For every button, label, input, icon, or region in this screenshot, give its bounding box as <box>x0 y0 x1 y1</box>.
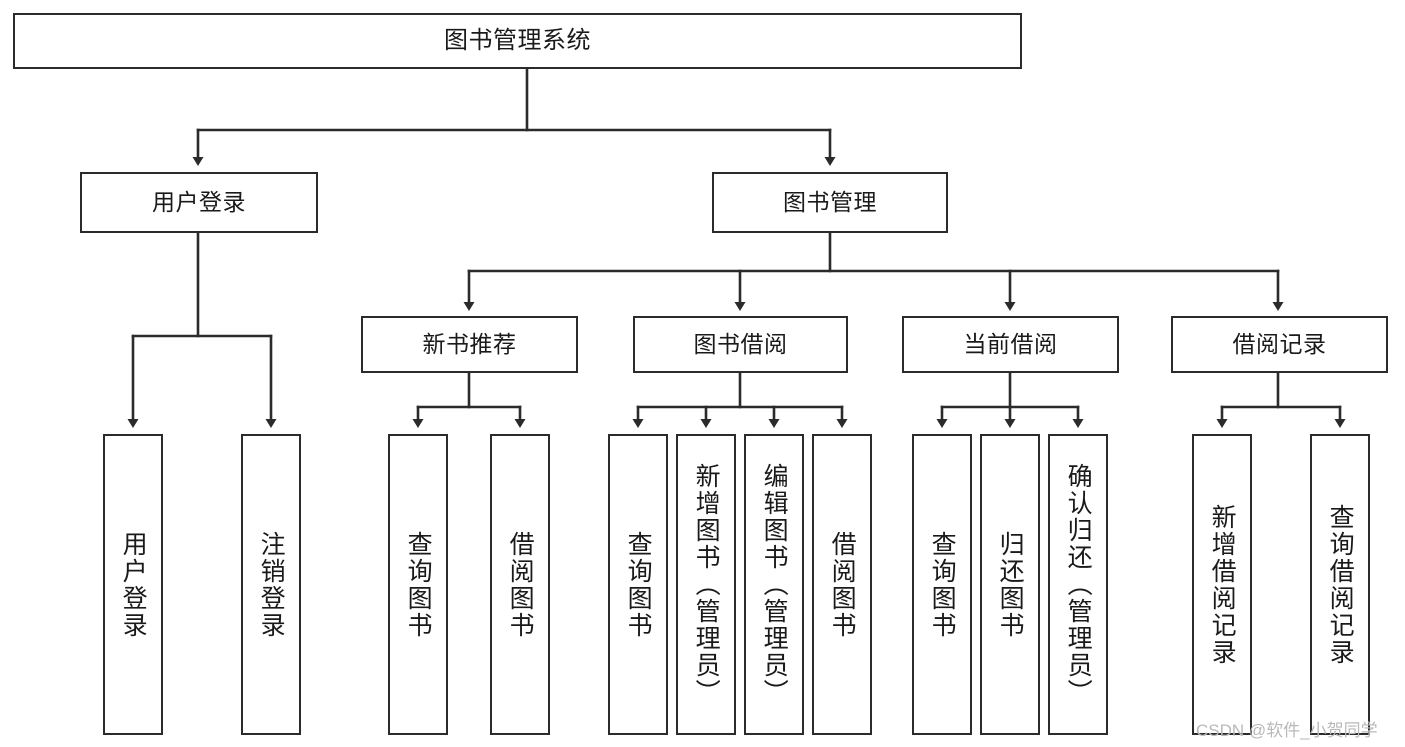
leaf-record-add-record[interactable]: 新增借阅记录 <box>1192 434 1252 735</box>
node-label: 图书管理 <box>783 188 877 215</box>
node-label: 新增借阅记录 <box>1208 503 1237 666</box>
leaf-current-return-book[interactable]: 归还图书 <box>980 434 1040 735</box>
node-label: 查询图书 <box>928 530 957 639</box>
node-label: 图书管理系统 <box>444 26 591 54</box>
node-new-book-recommend[interactable]: 新书推荐 <box>361 316 578 373</box>
node-book-management[interactable]: 图书管理 <box>712 172 948 233</box>
leaf-borrow-edit-book-admin[interactable]: 编辑图书（管理员） <box>744 434 804 735</box>
leaf-recommend-query-book[interactable]: 查询图书 <box>388 434 448 735</box>
node-book-borrow[interactable]: 图书借阅 <box>633 316 848 373</box>
node-label: 新书推荐 <box>422 330 517 357</box>
node-label: 查询图书 <box>624 530 653 639</box>
node-label: 注销登录 <box>257 530 286 639</box>
leaf-recommend-borrow-book[interactable]: 借阅图书 <box>490 434 550 735</box>
node-label: 归还图书 <box>996 530 1025 639</box>
leaf-borrow-borrow-book[interactable]: 借阅图书 <box>812 434 872 735</box>
node-borrow-record[interactable]: 借阅记录 <box>1171 316 1388 373</box>
node-label: 用户登录 <box>152 188 246 215</box>
node-label: 借阅记录 <box>1232 330 1327 357</box>
node-label: 编辑图书（管理员） <box>760 463 789 706</box>
leaf-record-query-record[interactable]: 查询借阅记录 <box>1310 434 1370 735</box>
node-label: 图书借阅 <box>693 330 788 357</box>
node-label: 当前借阅 <box>963 330 1058 357</box>
node-root-system[interactable]: 图书管理系统 <box>13 13 1022 69</box>
leaf-user-login-signout[interactable]: 注销登录 <box>241 434 301 735</box>
node-current-borrow[interactable]: 当前借阅 <box>902 316 1119 373</box>
node-label: 确认归还（管理员） <box>1064 463 1093 706</box>
node-user-login[interactable]: 用户登录 <box>80 172 318 233</box>
node-label: 借阅图书 <box>828 530 857 639</box>
leaf-user-login-signin[interactable]: 用户登录 <box>103 434 163 735</box>
node-label: 查询借阅记录 <box>1326 503 1355 666</box>
node-label: 借阅图书 <box>506 530 535 639</box>
node-label: 新增图书（管理员） <box>692 463 721 706</box>
node-label: 用户登录 <box>119 530 148 639</box>
leaf-current-confirm-return-admin[interactable]: 确认归还（管理员） <box>1048 434 1108 735</box>
node-label: 查询图书 <box>404 530 433 639</box>
leaf-borrow-query-book[interactable]: 查询图书 <box>608 434 668 735</box>
leaf-current-query-book[interactable]: 查询图书 <box>912 434 972 735</box>
leaf-borrow-add-book-admin[interactable]: 新增图书（管理员） <box>676 434 736 735</box>
watermark-text: CSDN @软件_小贺同学 <box>1196 721 1378 740</box>
